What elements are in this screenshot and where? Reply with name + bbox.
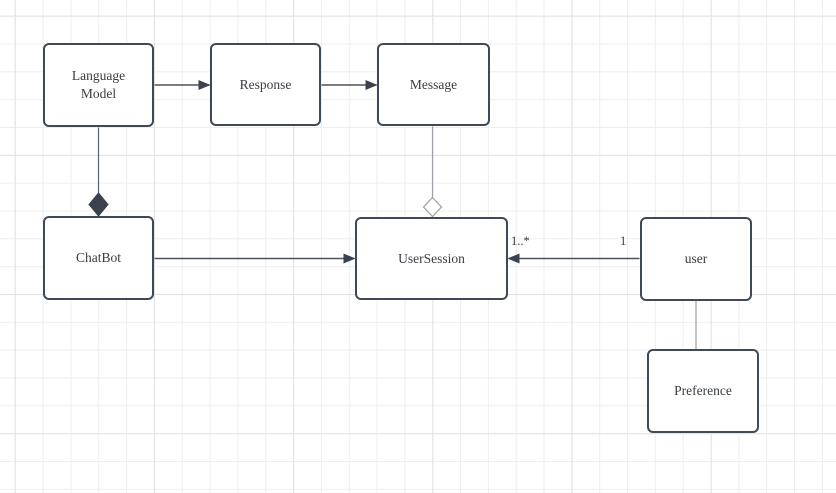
node-language-model[interactable]: Language Model	[43, 43, 154, 127]
node-preference[interactable]: Preference	[647, 349, 759, 433]
node-user-label: user	[684, 251, 708, 267]
node-message[interactable]: Message	[377, 43, 490, 126]
node-chatbot-label: ChatBot	[75, 250, 121, 266]
node-response[interactable]: Response	[210, 43, 321, 126]
node-user-session-label: UserSession	[398, 250, 465, 266]
node-response-label: Response	[239, 76, 292, 92]
node-message-label: Message	[409, 76, 458, 92]
node-user-session[interactable]: UserSession	[355, 217, 508, 300]
node-user[interactable]: user	[640, 217, 752, 301]
node-chatbot[interactable]: ChatBot	[43, 216, 154, 300]
node-language-model-label: Language Model	[71, 68, 126, 101]
multiplicity-label-target: 1..*	[511, 234, 530, 248]
node-preference-label: Preference	[674, 383, 732, 399]
composition-diamond-icon	[88, 192, 109, 217]
multiplicity-label-source: 1	[620, 234, 627, 248]
aggregation-diamond-icon	[422, 196, 443, 218]
